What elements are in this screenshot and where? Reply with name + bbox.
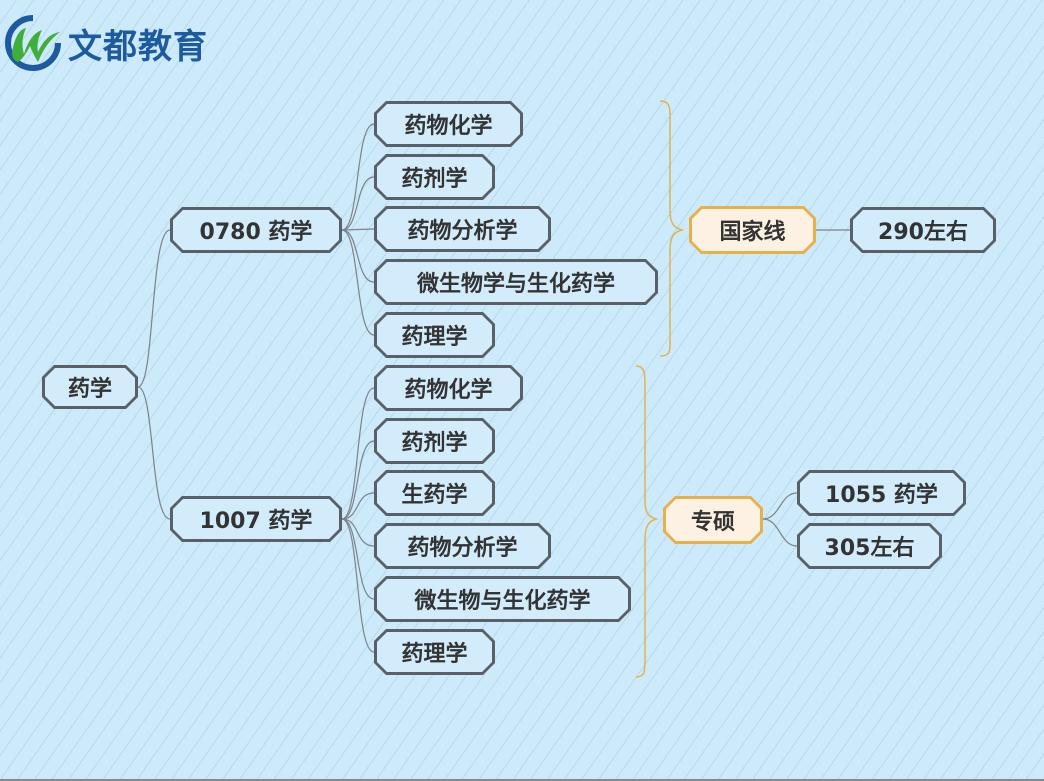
child-node[interactable]: 药剂学	[374, 418, 495, 464]
value-node[interactable]: 1055 药学	[797, 470, 966, 516]
value-node[interactable]: 305左右	[797, 523, 942, 569]
connector	[137, 229, 171, 388]
connector-group	[341, 387, 375, 653]
brace-top	[659, 100, 685, 357]
child-node[interactable]: 药物化学	[374, 365, 523, 411]
child-node[interactable]: 药物化学	[374, 101, 523, 147]
branch-node[interactable]: 1007 药学	[170, 496, 342, 542]
connector	[762, 518, 798, 547]
category-node-professional[interactable]: 专硕	[663, 496, 763, 544]
child-node[interactable]: 药理学	[374, 312, 495, 358]
child-node[interactable]: 药物分析学	[374, 523, 551, 569]
connector	[762, 492, 798, 520]
child-node[interactable]: 生药学	[374, 470, 495, 516]
root-node[interactable]: 药学	[42, 365, 138, 409]
connector	[137, 386, 171, 520]
branch-node[interactable]: 0780 药学	[170, 207, 342, 253]
child-node[interactable]: 药剂学	[374, 154, 495, 200]
connector-group	[341, 123, 375, 336]
brace-bottom	[635, 365, 659, 678]
wendu-logo-icon	[5, 15, 61, 71]
child-node[interactable]: 药理学	[374, 629, 495, 675]
category-node-national-line[interactable]: 国家线	[689, 206, 816, 254]
value-node[interactable]: 290左右	[850, 207, 996, 253]
child-node[interactable]: 微生物与生化药学	[374, 576, 631, 622]
child-node[interactable]: 微生物学与生化药学	[374, 259, 658, 305]
logo: 文都教育	[2, 12, 208, 74]
child-node[interactable]: 药物分析学	[374, 206, 551, 252]
